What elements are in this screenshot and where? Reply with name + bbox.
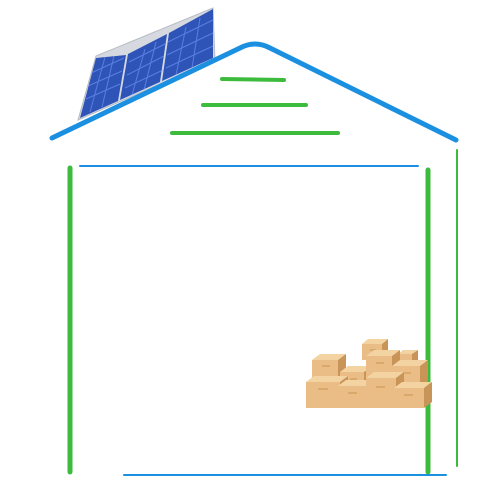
box-front-4	[394, 382, 432, 408]
roof-outline	[49, 41, 459, 143]
roof-vents	[170, 77, 340, 135]
roof-vent-top	[220, 77, 286, 82]
solar-panel-module-1	[80, 55, 126, 118]
solar-panel-grid	[85, 17, 214, 113]
cardboard-boxes-icon	[306, 339, 432, 408]
solar-panel-icon	[77, 7, 216, 121]
